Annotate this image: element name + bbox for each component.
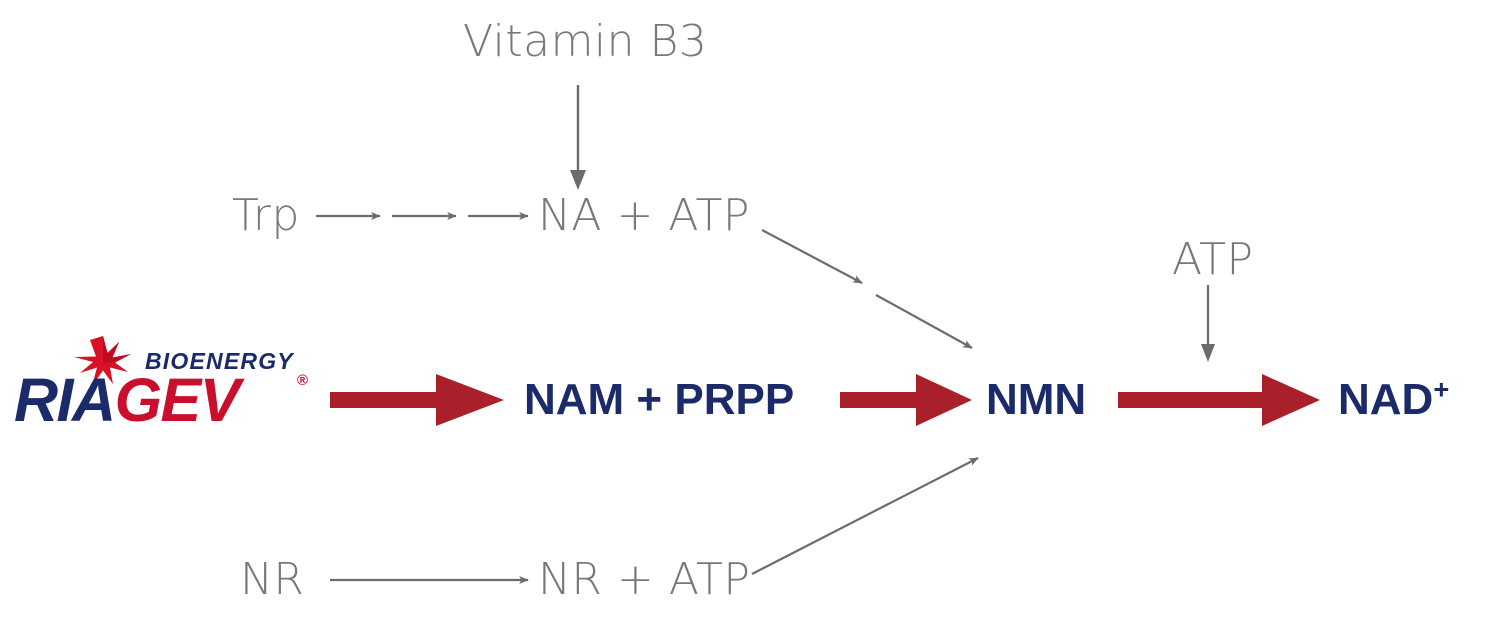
riagev-logo: BIOENERGY RIAGEV ® — [14, 336, 314, 432]
starburst-icon — [74, 336, 131, 386]
arrow-nam-prpp-to-nmn — [840, 374, 972, 426]
node-nr: NR — [240, 554, 305, 605]
logo-wordmark-gev: GEV — [114, 366, 241, 434]
node-trp: Trp — [232, 190, 300, 241]
node-vitamin-b3: Vitamin B3 — [463, 16, 708, 67]
logo-tagline: BIOENERGY — [145, 348, 294, 374]
arrow-na-atp-to-nmn-1 — [761, 229, 863, 284]
node-atp: ATP — [1172, 234, 1254, 285]
arrow-atp-to-nad — [1201, 285, 1215, 362]
logo-wordmark: RIAGEV — [14, 370, 240, 431]
logo-wordmark-ria: RIA — [14, 366, 116, 434]
arrow-nmn-to-nad — [1118, 374, 1320, 426]
arrow-na-atp-to-nmn-2 — [875, 294, 973, 349]
node-nam-prpp: NAM + PRPP — [524, 375, 795, 424]
node-nad: NAD+ — [1338, 375, 1449, 424]
node-nad-charge: + — [1433, 373, 1450, 405]
logo-registered-mark: ® — [297, 372, 309, 389]
arrow-riagev-to-nam-prpp — [330, 374, 504, 426]
arrow-nr-atp-to-nmn — [751, 457, 979, 575]
node-nmn: NMN — [986, 375, 1087, 424]
arrow-vitamin-b3-to-na-atp — [570, 85, 586, 190]
node-na-atp: NA + ATP — [538, 190, 750, 241]
node-nad-text: NAD — [1338, 375, 1434, 424]
node-nr-atp: NR + ATP — [538, 554, 751, 605]
